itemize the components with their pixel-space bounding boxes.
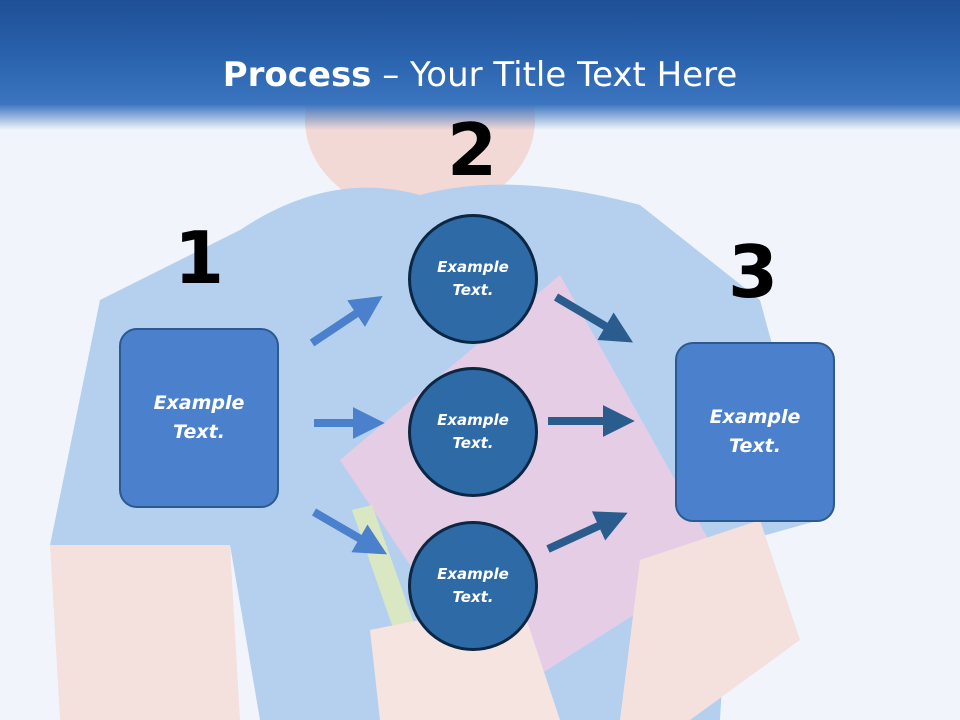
arrow-2c-to-3 <box>546 511 628 553</box>
step-number-1: 1 <box>173 216 225 300</box>
step-2-circle-middle-text: Example Text. <box>437 411 509 452</box>
arrow-1-to-2c <box>311 508 388 555</box>
title-bold: Process <box>222 55 372 95</box>
step-2-circle-top-text: Example Text. <box>437 258 509 299</box>
title-rest: – Your Title Text Here <box>371 55 738 95</box>
step-1-box: Example Text. <box>119 328 279 508</box>
step-number-3: 3 <box>727 230 779 314</box>
slide-title: Process – Your Title Text Here <box>0 52 960 98</box>
step-2-circle-bottom: Example Text. <box>408 521 538 651</box>
step-1-text: Example Text. <box>153 392 245 443</box>
step-2-circle-middle: Example Text. <box>408 367 538 497</box>
arrow-1-to-2a <box>309 295 383 347</box>
arrow-2a-to-3 <box>553 293 634 343</box>
step-3-text: Example Text. <box>709 406 801 457</box>
step-number-2: 2 <box>446 108 498 192</box>
step-3-box: Example Text. <box>675 342 835 522</box>
step-2-circle-top: Example Text. <box>408 214 538 344</box>
step-2-circle-bottom-text: Example Text. <box>437 565 509 606</box>
header-band <box>0 0 960 130</box>
